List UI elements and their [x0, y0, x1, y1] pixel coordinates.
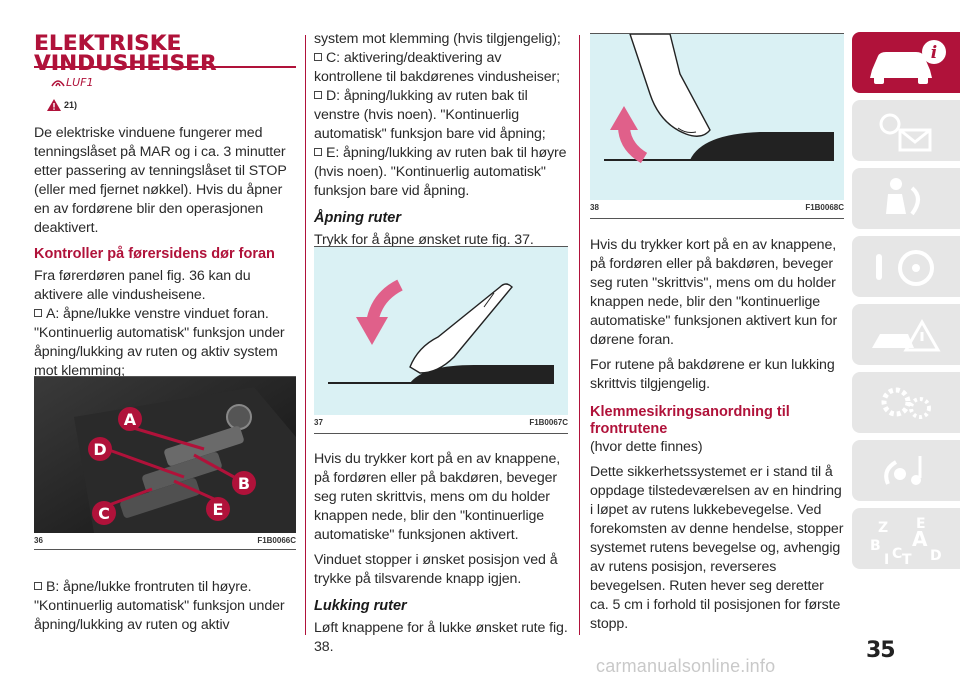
item-a: A: åpne/lukke venstre vinduet foran. "Ko…	[34, 305, 296, 381]
figure-bottom-rule	[314, 433, 568, 434]
item-a-text: A: åpne/lukke venstre vinduet foran. "Ko…	[34, 306, 285, 379]
item-c-text: C: aktivering/deaktivering av kontrollen…	[314, 50, 560, 85]
label-b: B	[238, 474, 250, 493]
driver-door-text: Fra førerdøren panel fig. 36 kan du akti…	[34, 268, 251, 303]
figure-number: 36	[34, 536, 43, 545]
bullet-square	[34, 309, 42, 317]
short-press-text: Hvis du trykker kort på en av knappene, …	[590, 237, 838, 348]
index-letter: I	[884, 552, 889, 568]
index-letter: A	[912, 527, 928, 551]
section-title: ELEKTRISKE VINDUSHEISER	[34, 31, 296, 75]
figure-38-caption: 38 F1B0068C	[590, 203, 844, 212]
figure-bottom-rule	[34, 549, 296, 550]
rear-doors-text: For rutene på bakdørene er kun lukking s…	[590, 357, 835, 392]
label-c: C	[98, 504, 110, 523]
stop-text: Vinduet stopper i ønsket posisjon ved å …	[314, 552, 558, 587]
item-b: B: åpne/lukke frontruten til høyre.	[34, 578, 296, 597]
title-rule	[34, 66, 296, 68]
item-d: D: åpning/lukking av ruten bak til venst…	[314, 87, 568, 144]
bullet-square	[314, 91, 322, 99]
figure-code: F1B0067C	[529, 418, 568, 427]
page-number: 35	[866, 638, 896, 663]
item-b-line1: B: åpne/lukke frontruten til høyre.	[46, 579, 252, 595]
label-e: E	[213, 500, 224, 519]
bullet-square	[314, 53, 322, 61]
section-title-line2: VINDUSHEISER	[34, 51, 217, 75]
accident-triangle-icon	[872, 318, 941, 352]
index-letter: T	[902, 552, 912, 568]
continued-text: system mot klemming (hvis tilgjengelig);	[314, 31, 561, 47]
item-c: C: aktivering/deaktivering av kontrollen…	[314, 49, 568, 87]
figure-37-caption: 37 F1B0067C	[314, 418, 568, 427]
figure-top-rule	[314, 246, 568, 247]
figure-38: 38 F1B0068C	[590, 33, 844, 223]
warning-lights-icon	[879, 113, 932, 152]
svg-text:i: i	[931, 43, 937, 63]
index-letter: B	[870, 538, 881, 554]
index-letter: C	[892, 546, 902, 562]
item-b-rest: "Kontinuerlig automatisk" funksjon under…	[34, 598, 285, 633]
antipinch-note: (hvor dette finnes)	[590, 439, 703, 455]
figure-code: F1B0068C	[805, 203, 844, 212]
figure-code: F1B0066C	[257, 536, 296, 545]
antipinch-text: Dette sikkerhetssystemet er i stand til …	[590, 464, 844, 632]
tab-emergency[interactable]	[852, 304, 960, 365]
chapter-sidebar: i	[852, 32, 960, 632]
index-letter: D	[930, 548, 942, 564]
figure-37: 37 F1B0067C	[314, 246, 568, 436]
heading-closing: Lukking ruter	[314, 598, 407, 614]
column-divider	[579, 35, 580, 635]
figure-top-rule	[34, 376, 296, 377]
label-a: A	[124, 410, 137, 429]
tab-car-info[interactable]: i	[852, 32, 960, 93]
airbag-seat-icon	[886, 178, 920, 216]
index-letter: Z	[878, 520, 888, 536]
bullet-square	[34, 582, 42, 590]
finger-press-down-image	[314, 247, 568, 415]
warning-ref-label: 21)	[64, 100, 78, 110]
heading-antipinch: Klemmesikringsanordning til frontrutene	[590, 404, 790, 437]
tab-index[interactable]: Z E B A I C T D	[852, 508, 960, 569]
car-info-icon: i	[870, 40, 946, 84]
heading-driver-door: Kontroller på førersidens dør foran	[34, 246, 275, 262]
tab-safety[interactable]	[852, 168, 960, 229]
index-letters-icon: Z E B A I C T D	[870, 516, 942, 568]
warning-triangle-icon	[47, 99, 61, 111]
tab-driving[interactable]	[852, 236, 960, 297]
figure-number: 37	[314, 418, 323, 427]
wireless-icon: LUF1	[48, 72, 94, 95]
short-press-text: Hvis du trykker kort på en av knappene, …	[314, 451, 561, 543]
finger-lift-up-image	[590, 34, 844, 200]
window-switch-panel-image: A D B E C	[34, 377, 296, 533]
figure-36: A D B E C 36 F1B0066C	[34, 376, 296, 550]
item-e-text: E: åpning/lukking av ruten bak til høyre…	[314, 145, 567, 199]
column-divider	[305, 35, 306, 635]
service-gears-icon	[881, 387, 931, 419]
figure-number: 38	[590, 203, 599, 212]
tab-maintenance[interactable]	[852, 372, 960, 433]
tab-multimedia[interactable]	[852, 440, 960, 501]
label-d: D	[93, 440, 106, 459]
section-title-line1: ELEKTRISKE	[34, 31, 182, 55]
intro-paragraph: De elektriske vinduene fungerer med tenn…	[34, 125, 287, 236]
index-letter: E	[916, 516, 926, 532]
figure-bottom-rule	[590, 218, 844, 219]
svg-text:LUF1: LUF1	[66, 76, 92, 89]
item-d-text: D: åpning/lukking av ruten bak til venst…	[314, 88, 546, 142]
figure-top-rule	[590, 33, 844, 34]
bullet-square	[314, 148, 322, 156]
closing-text: Løft knappene for å lukke ønsket rute fi…	[314, 620, 568, 655]
figure-36-caption: 36 F1B0066C	[34, 536, 296, 545]
navigation-music-icon	[884, 456, 922, 485]
heading-opening: Åpning ruter	[314, 210, 401, 226]
opening-text: Trykk for å åpne ønsket rute fig. 37.	[314, 232, 534, 248]
tab-warning-lights[interactable]	[852, 100, 960, 161]
watermark: carmanualsonline.info	[596, 656, 776, 676]
steering-wheel-icon	[876, 250, 934, 286]
item-e: E: åpning/lukking av ruten bak til høyre…	[314, 144, 568, 201]
warning-ref: 21)	[46, 98, 77, 112]
